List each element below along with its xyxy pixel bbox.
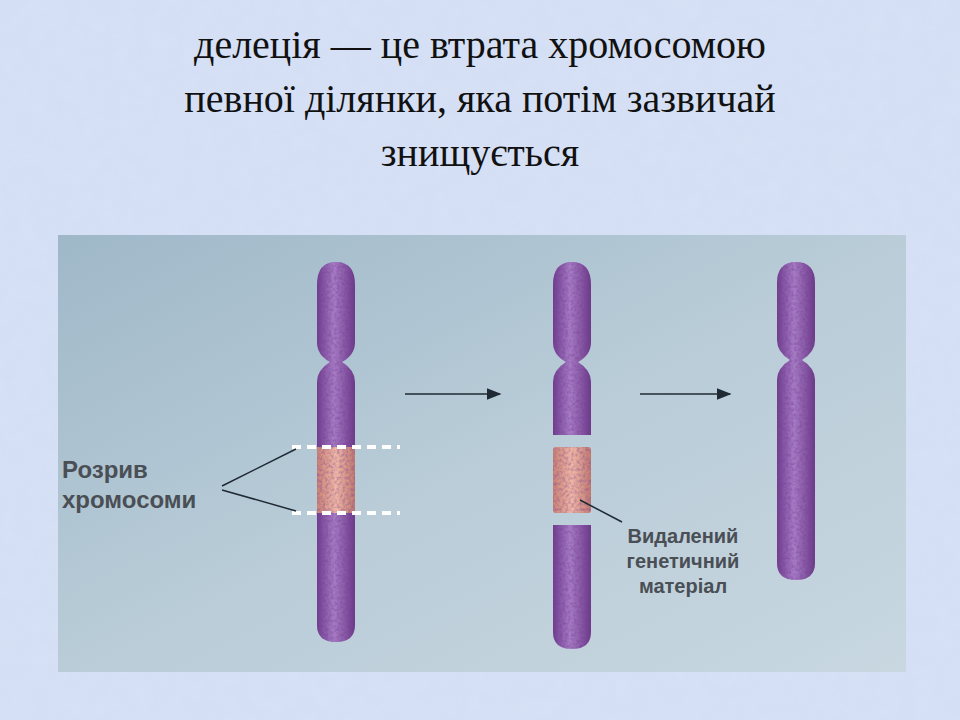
slide-title: делеція — це втрата хромосомою певної ді…	[155, 18, 805, 180]
chromosome-intact	[317, 262, 355, 642]
callout-label: Видалений генетичний матеріал	[598, 524, 768, 599]
chromosome-deleted	[777, 262, 815, 580]
process-arrow	[405, 393, 500, 395]
illustration-panel	[58, 235, 906, 672]
break-line	[292, 445, 400, 449]
break-line	[292, 511, 400, 515]
process-arrow	[640, 393, 730, 395]
callout-label: Розрив хромосоми	[62, 455, 222, 515]
leader-line	[580, 500, 622, 522]
leader-line	[222, 490, 296, 511]
leader-line	[222, 449, 296, 486]
chromosome-broken	[553, 262, 591, 649]
